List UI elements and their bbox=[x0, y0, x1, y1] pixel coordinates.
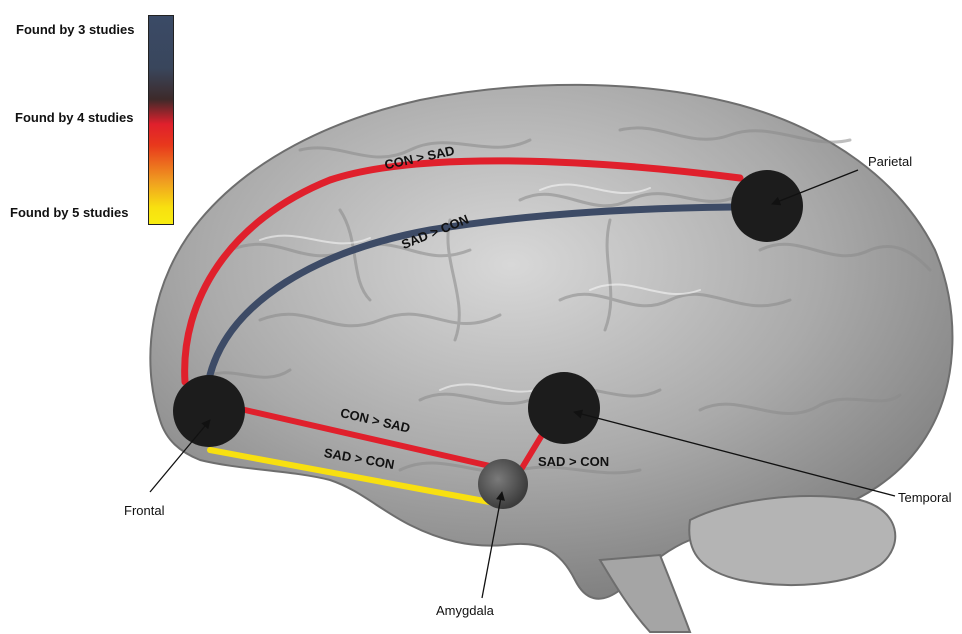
connection-label: SAD > CON bbox=[538, 454, 609, 469]
amygdala-label: Amygdala bbox=[436, 603, 494, 618]
legend-label-5-studies: Found by 5 studies bbox=[10, 205, 128, 220]
legend-label-4-studies: Found by 4 studies bbox=[15, 110, 133, 125]
frontal-node bbox=[173, 375, 245, 447]
temporal-node bbox=[528, 372, 600, 444]
temporal-label: Temporal bbox=[898, 490, 951, 505]
legend-color-scale bbox=[148, 15, 174, 225]
parietal-label: Parietal bbox=[868, 154, 912, 169]
parietal-node bbox=[731, 170, 803, 242]
brain-cerebellum bbox=[689, 496, 895, 585]
amygdala-node bbox=[478, 459, 528, 509]
legend-label-3-studies: Found by 3 studies bbox=[16, 22, 134, 37]
brain-image bbox=[150, 85, 952, 632]
frontal-label: Frontal bbox=[124, 503, 164, 518]
